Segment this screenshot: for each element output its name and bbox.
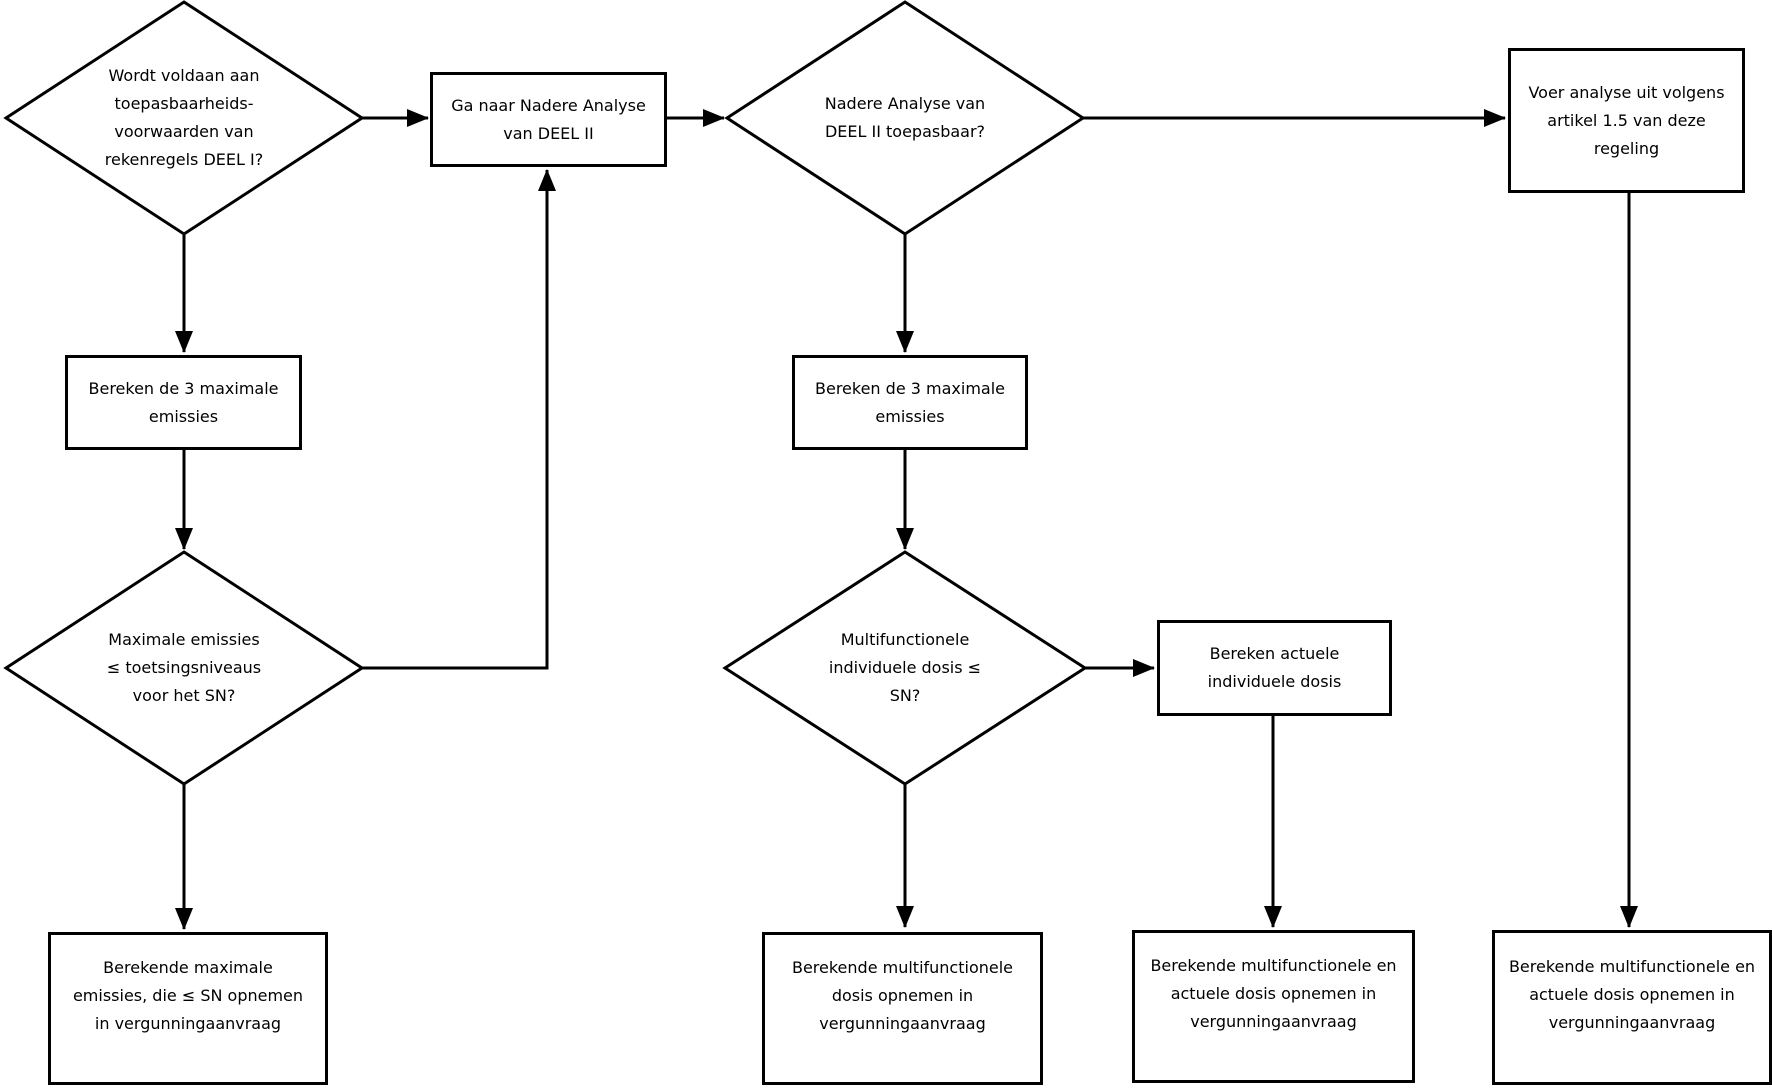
process-ga-naar-nadere-analyse: Ga naar Nadere Analyse van DEEL II <box>430 72 667 167</box>
decision-multifunctionele-dosis-shape <box>722 550 1088 786</box>
decision-deel1-shape <box>3 0 365 236</box>
decision-max-emissies-shape <box>3 550 365 786</box>
result-multifunctionele-actuele-midden: Berekende multifunctionele en actuele do… <box>1132 930 1415 1083</box>
process-bereken-emissies-links: Bereken de 3 maximale emissies <box>65 355 302 450</box>
decision-deel2-toepasbaar-shape <box>724 0 1086 236</box>
result-multifunctionele-dosis: Berekende multifunctionele dosis opnemen… <box>762 932 1043 1085</box>
result-max-emissies: Berekende maximale emissies, die ≤ SN op… <box>48 932 328 1085</box>
process-bereken-emissies-midden: Bereken de 3 maximale emissies <box>792 355 1028 450</box>
result-multifunctionele-actuele-rechts: Berekende multifunctionele en actuele do… <box>1492 930 1772 1085</box>
connector-max-emissies-to-ga-naar <box>362 169 556 670</box>
process-voer-analyse: Voer analyse uit volgens artikel 1.5 van… <box>1508 48 1745 193</box>
process-bereken-actuele-dosis: Bereken actuele individuele dosis <box>1157 620 1392 716</box>
